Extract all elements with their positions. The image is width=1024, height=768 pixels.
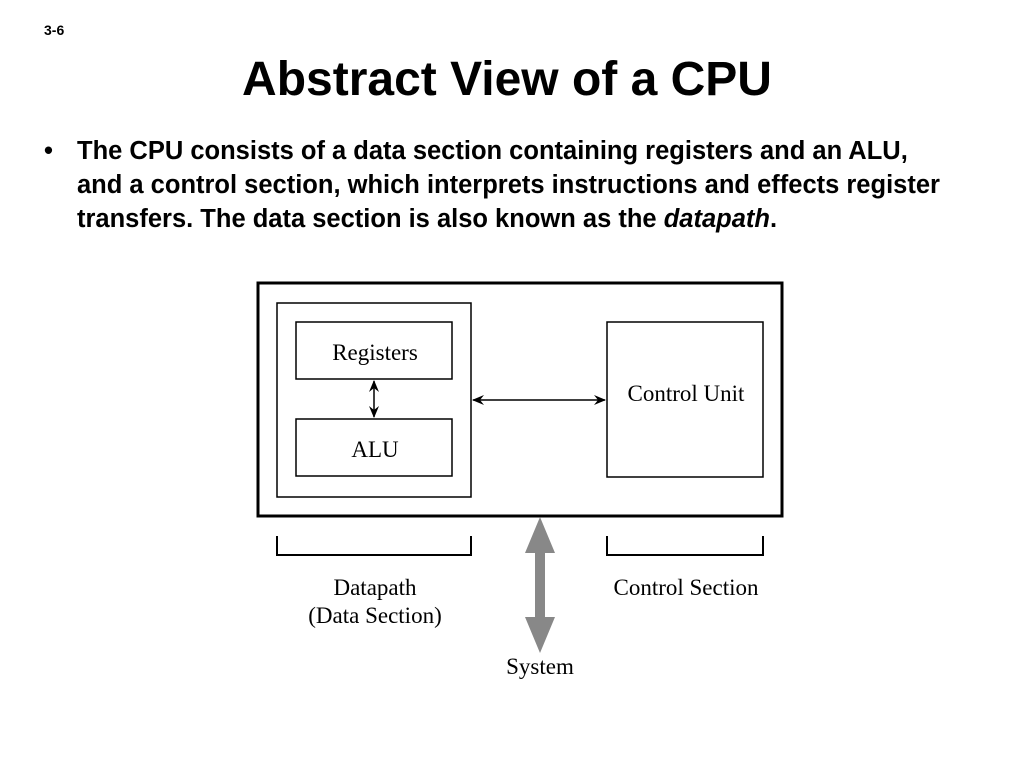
- system-label: System: [506, 654, 574, 679]
- registers-box: [295, 321, 453, 380]
- bullet-marker: •: [44, 137, 53, 165]
- alu-box: [295, 418, 453, 477]
- slide-number: 3-6: [44, 22, 65, 38]
- registers-label: Registers: [332, 340, 418, 365]
- alu-label: ALU: [351, 437, 399, 462]
- bullet-point: • The CPU consists of a data section con…: [44, 134, 954, 236]
- slide-title: Abstract View of a CPU: [242, 53, 772, 106]
- bullet-text-end: .: [769, 205, 778, 233]
- datapath-bracket: [276, 536, 472, 556]
- control-section-bracket: [606, 536, 764, 556]
- data-section-label: (Data Section): [308, 603, 441, 628]
- bullet-text: The CPU consists of a data section conta…: [77, 134, 954, 236]
- system-bus-arrow: [525, 517, 555, 653]
- bullet-emphasis-datapath: datapath: [663, 205, 770, 233]
- datapath-label: Datapath: [333, 575, 417, 600]
- control-unit-label: Control Unit: [628, 381, 746, 406]
- control-section-label: Control Section: [613, 575, 759, 600]
- datapath-box: [276, 302, 472, 498]
- cpu-outer-box: [256, 281, 784, 518]
- bullet-text-main: The CPU consists of a data section conta…: [77, 137, 940, 233]
- control-unit-box: [606, 321, 764, 478]
